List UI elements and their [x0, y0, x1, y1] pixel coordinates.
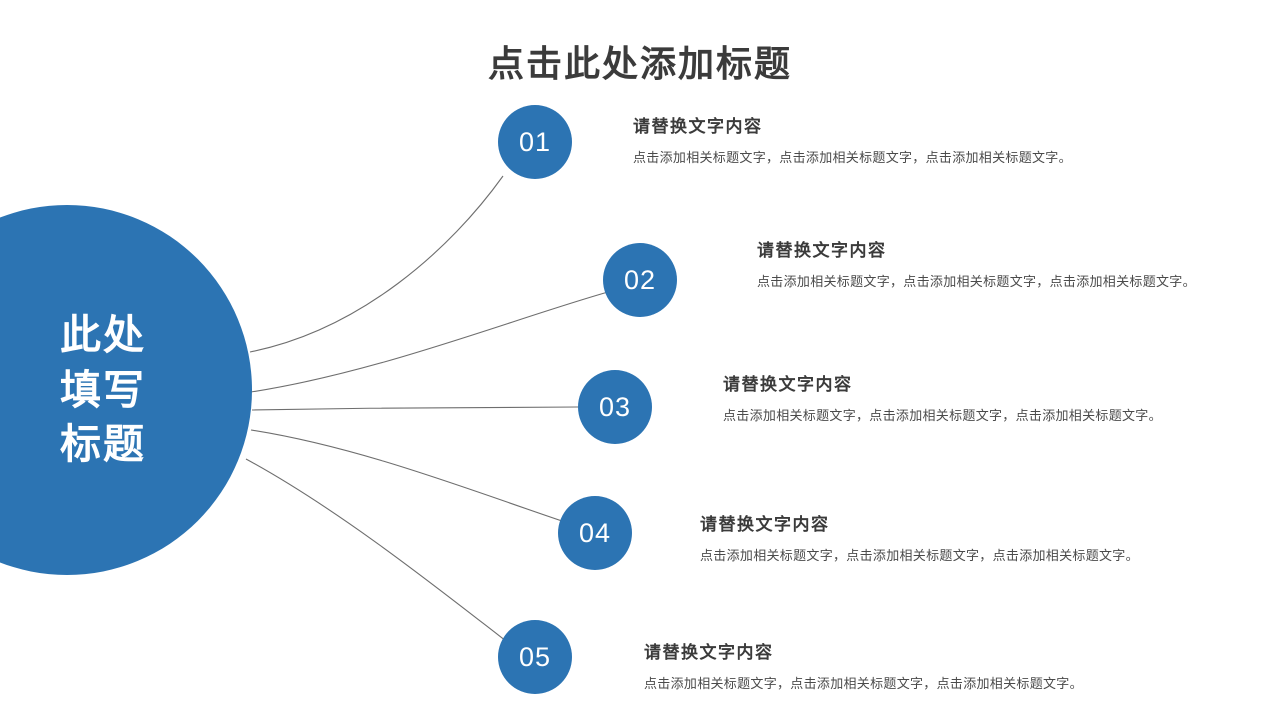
- connector-line-05: [245, 458, 507, 642]
- item-heading-05: 请替换文字内容: [644, 643, 774, 662]
- number-badge-01[interactable]: 01: [498, 105, 572, 179]
- item-heading-02: 请替换文字内容: [757, 241, 887, 260]
- number-badge-03[interactable]: 03: [578, 370, 652, 444]
- item-text-block-03: 请替换文字内容 点击添加相关标题文字，点击添加相关标题文字，点击添加相关标题文字…: [723, 370, 1162, 424]
- page-title: 点击此处添加标题: [487, 43, 792, 84]
- hub-circle[interactable]: 此处 填写 标题: [0, 205, 252, 575]
- item-heading-04: 请替换文字内容: [700, 515, 830, 534]
- hub-title-line-3: 标题: [60, 421, 146, 468]
- connector-line-03: [251, 406, 579, 411]
- number-badge-04[interactable]: 04: [558, 496, 632, 570]
- item-body-02: 点击添加相关标题文字，点击添加相关标题文字，点击添加相关标题文字。: [757, 274, 1196, 289]
- item-heading-01: 请替换文字内容: [633, 117, 763, 136]
- connector-line-04: [250, 429, 563, 522]
- number-badge-05[interactable]: 05: [498, 620, 572, 694]
- item-text-block-02: 请替换文字内容 点击添加相关标题文字，点击添加相关标题文字，点击添加相关标题文字…: [757, 236, 1196, 290]
- item-heading-03: 请替换文字内容: [723, 375, 853, 394]
- connector-line-02: [250, 291, 609, 393]
- item-body-05: 点击添加相关标题文字，点击添加相关标题文字，点击添加相关标题文字。: [644, 676, 1083, 691]
- item-text-block-05: 请替换文字内容 点击添加相关标题文字，点击添加相关标题文字，点击添加相关标题文字…: [644, 638, 1083, 692]
- item-body-03: 点击添加相关标题文字，点击添加相关标题文字，点击添加相关标题文字。: [723, 408, 1162, 423]
- hub-title-line-1: 此处: [60, 312, 146, 359]
- item-body-01: 点击添加相关标题文字，点击添加相关标题文字，点击添加相关标题文字。: [633, 150, 1072, 165]
- hub-title-line-2: 填写: [60, 366, 146, 413]
- item-text-block-01: 请替换文字内容 点击添加相关标题文字，点击添加相关标题文字，点击添加相关标题文字…: [633, 112, 1072, 166]
- item-body-04: 点击添加相关标题文字，点击添加相关标题文字，点击添加相关标题文字。: [700, 548, 1139, 563]
- connector-line-01: [249, 175, 504, 353]
- item-text-block-04: 请替换文字内容 点击添加相关标题文字，点击添加相关标题文字，点击添加相关标题文字…: [700, 510, 1139, 564]
- number-badge-02[interactable]: 02: [603, 243, 677, 317]
